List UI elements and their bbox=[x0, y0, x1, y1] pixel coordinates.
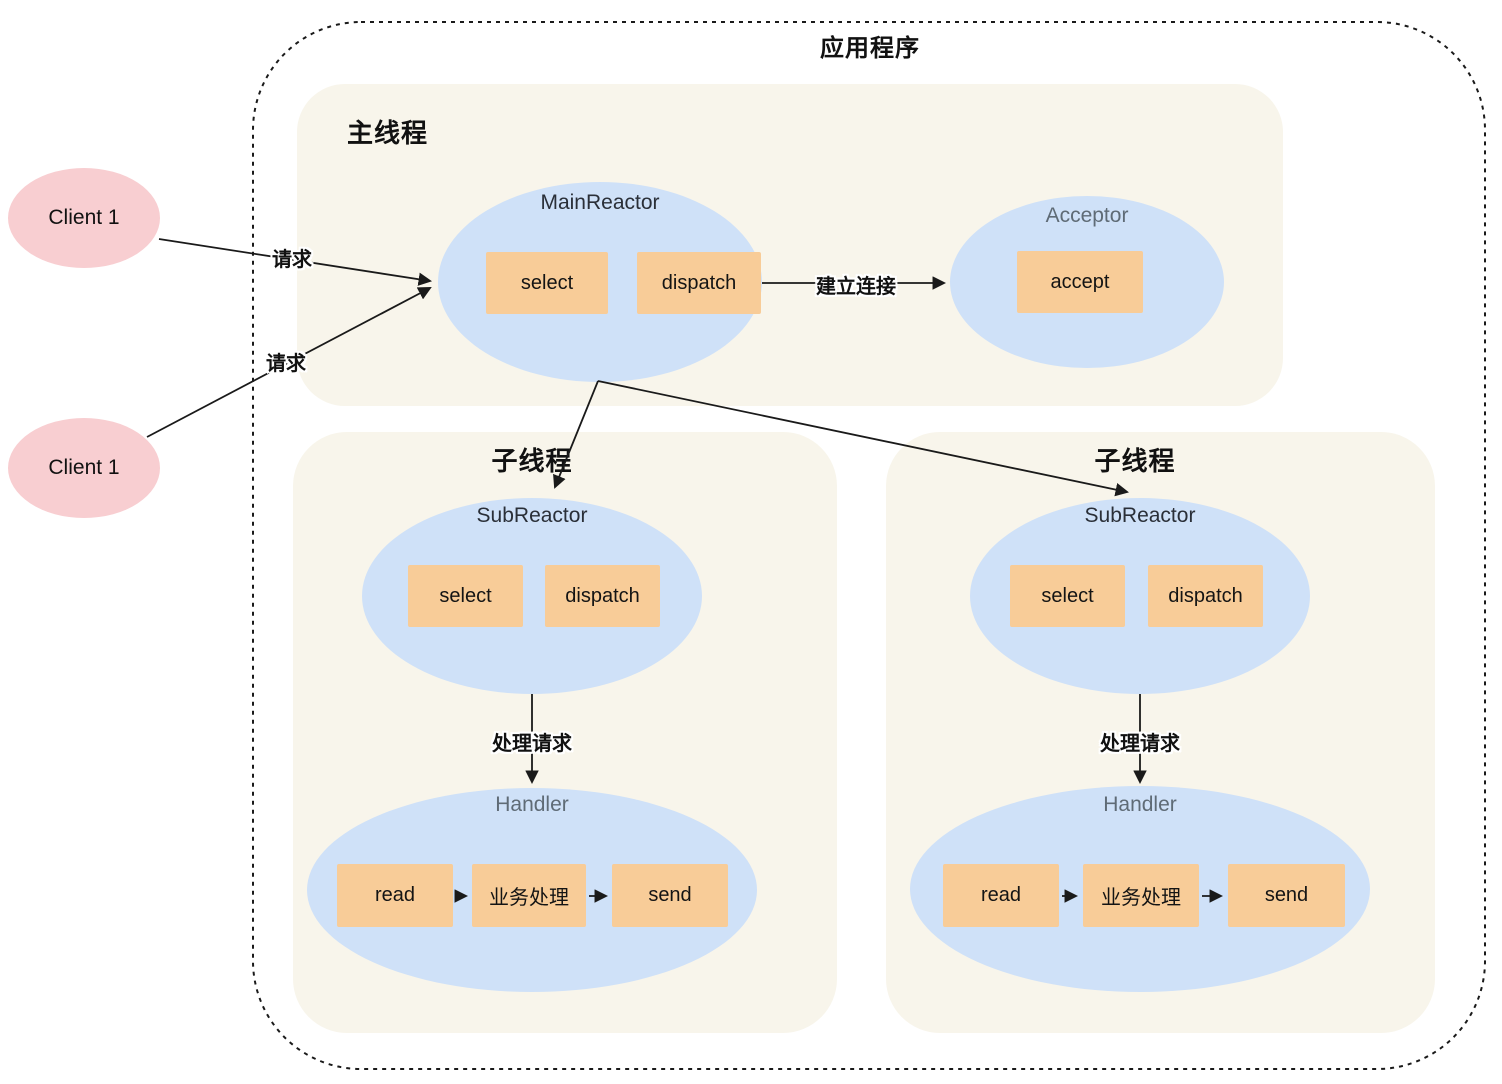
request-top-label: 请求 bbox=[272, 249, 312, 271]
client-bottom-label: Client 1 bbox=[48, 456, 120, 479]
client-ellipse-top: Client 1 bbox=[8, 168, 160, 268]
handle-request-right-label: 处理请求 bbox=[1100, 733, 1180, 755]
handle-request-left-label: 处理请求 bbox=[492, 733, 572, 755]
request-bottom-label: 请求 bbox=[266, 353, 306, 375]
client-top-label: Client 1 bbox=[48, 206, 120, 229]
establish-connection-label: 建立连接 bbox=[816, 276, 896, 298]
client-ellipse-bottom: Client 1 bbox=[8, 418, 160, 518]
